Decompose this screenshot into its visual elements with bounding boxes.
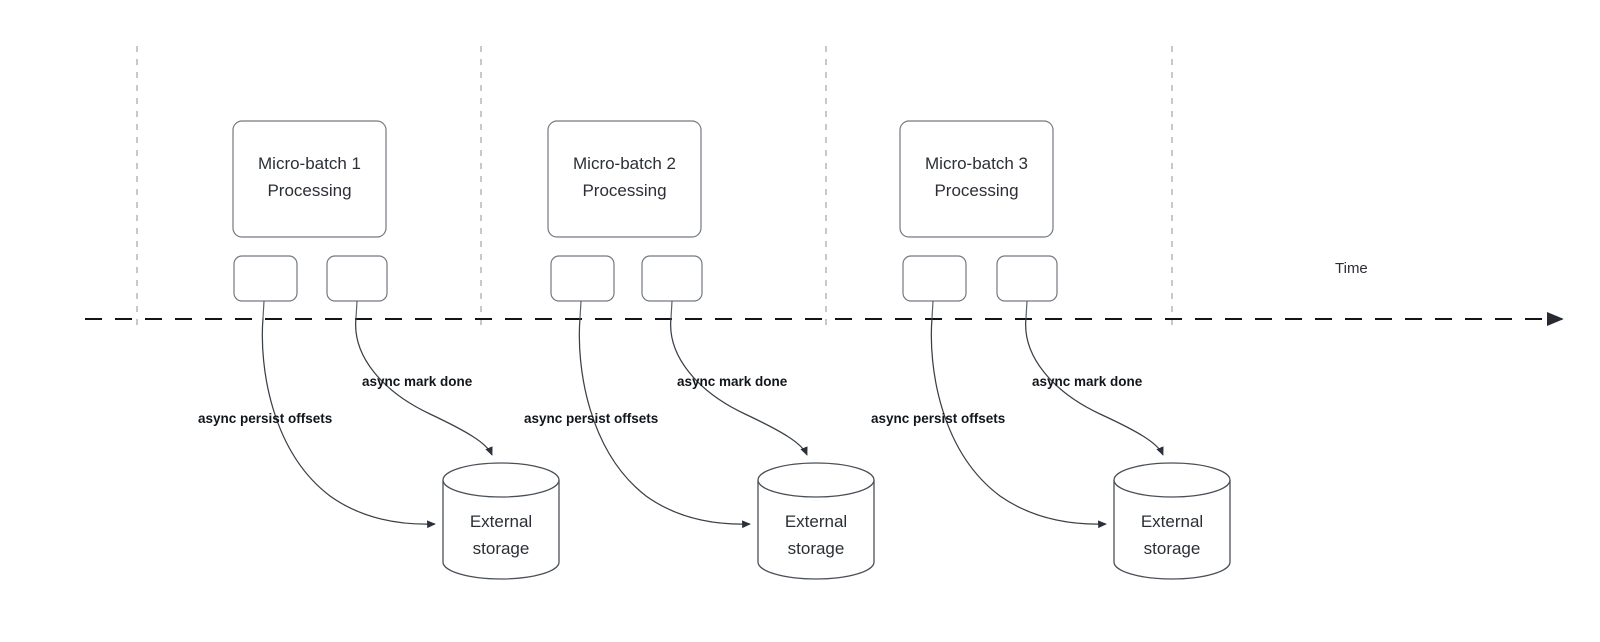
micro-batch-3-box[interactable]: Micro-batch 3 Processing: [899, 120, 1054, 238]
group-2-persist-offsets-label: async persist offsets: [524, 411, 658, 426]
group-1-external-storage[interactable]: External storage: [442, 462, 560, 580]
group-2-task-box-1[interactable]: [550, 255, 615, 302]
micro-batch-2-label-line1: Micro-batch 2: [573, 154, 676, 173]
group-2-storage-body[interactable]: [757, 480, 875, 580]
micro-batch-2-rect[interactable]: [547, 120, 702, 238]
group-1-stub-2: [355, 300, 358, 319]
group-2-external-storage[interactable]: External storage: [757, 462, 875, 580]
group-3-task-box-2[interactable]: [996, 255, 1058, 302]
group-3-task-box-1[interactable]: [902, 255, 967, 302]
group-1-persist-offsets-arrow: [261, 317, 436, 529]
group-1-storage-top[interactable]: [442, 462, 560, 498]
micro-batch-2-box[interactable]: Micro-batch 2 Processing: [547, 120, 702, 238]
group-1-mark-done-arrow: [355, 317, 493, 456]
group-1-task-box-2[interactable]: [326, 255, 388, 302]
time-axis: Time: [85, 260, 1564, 327]
group-3-persist-offsets-arrow: [930, 317, 1107, 529]
group-3-stub-2: [1025, 300, 1028, 319]
group-3-storage-label-line2: storage: [1144, 539, 1201, 558]
group-1-storage-label-line1: External: [470, 512, 532, 531]
group-1: Micro-batch 1 Processing async persist o…: [198, 120, 560, 580]
group-2-storage-top[interactable]: [757, 462, 875, 498]
group-3-stub-1: [931, 300, 934, 319]
group-3-storage-top[interactable]: [1113, 462, 1231, 498]
micro-batch-1-box[interactable]: Micro-batch 1 Processing: [232, 120, 387, 238]
group-1-storage-body[interactable]: [442, 480, 560, 580]
batch-boundary-guides: [136, 46, 1173, 331]
group-2-stub-2: [670, 300, 673, 319]
group-2: Micro-batch 2 Processing async persist o…: [524, 120, 875, 580]
group-2-stub-1: [579, 300, 582, 319]
group-3: Micro-batch 3 Processing async persist o…: [871, 120, 1231, 580]
group-1-mark-done-label: async mark done: [362, 374, 473, 389]
group-3-storage-body[interactable]: [1113, 480, 1231, 580]
group-1-stub-1: [262, 300, 265, 319]
group-3-mark-done-label: async mark done: [1032, 374, 1143, 389]
micro-batch-3-label-line1: Micro-batch 3: [925, 154, 1028, 173]
group-2-mark-done-label: async mark done: [677, 374, 788, 389]
group-1-persist-offsets-label: async persist offsets: [198, 411, 332, 426]
group-1-storage-label-line2: storage: [473, 539, 530, 558]
group-2-persist-offsets-arrow: [578, 317, 751, 529]
group-2-storage-label-line2: storage: [788, 539, 845, 558]
group-3-persist-offsets-label: async persist offsets: [871, 411, 1005, 426]
micro-batch-3-label-line2: Processing: [934, 181, 1018, 200]
group-1-task-box-1[interactable]: [233, 255, 298, 302]
time-axis-label: Time: [1335, 260, 1368, 277]
micro-batch-1-rect[interactable]: [232, 120, 387, 238]
micro-batch-2-label-line2: Processing: [582, 181, 666, 200]
group-3-external-storage[interactable]: External storage: [1113, 462, 1231, 580]
group-2-mark-done-arrow: [670, 317, 808, 456]
micro-batch-3-rect[interactable]: [899, 120, 1054, 238]
group-2-task-box-2[interactable]: [641, 255, 703, 302]
group-3-storage-label-line1: External: [1141, 512, 1203, 531]
micro-batch-1-label-line2: Processing: [267, 181, 351, 200]
group-2-storage-label-line1: External: [785, 512, 847, 531]
micro-batch-1-label-line1: Micro-batch 1: [258, 154, 361, 173]
group-3-mark-done-arrow: [1025, 317, 1164, 456]
